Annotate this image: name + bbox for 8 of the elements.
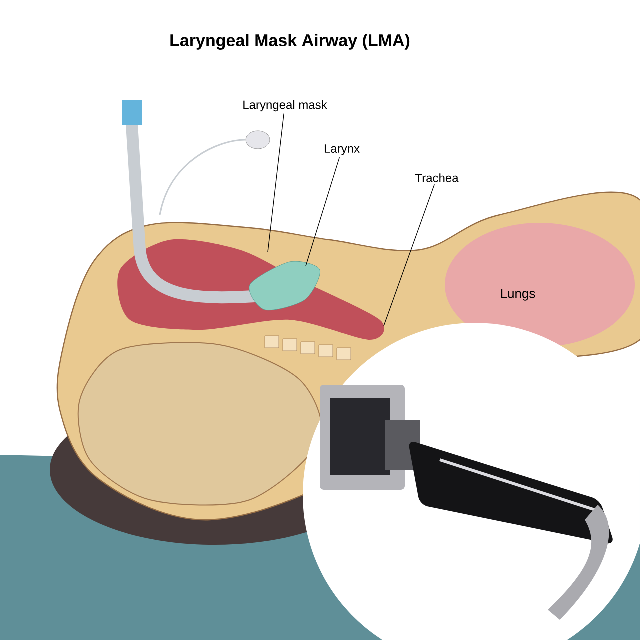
leader-line xyxy=(384,184,435,326)
leader-line xyxy=(268,113,284,252)
callout-label: Trachea xyxy=(415,174,459,182)
title: Laryngeal Mask Airway (LMA) xyxy=(170,34,410,50)
leader-line xyxy=(306,157,340,266)
callout-label: Laryngeal mask xyxy=(244,100,328,112)
callout-label: Larynx xyxy=(324,144,360,156)
part-label: Lungs xyxy=(501,289,536,301)
